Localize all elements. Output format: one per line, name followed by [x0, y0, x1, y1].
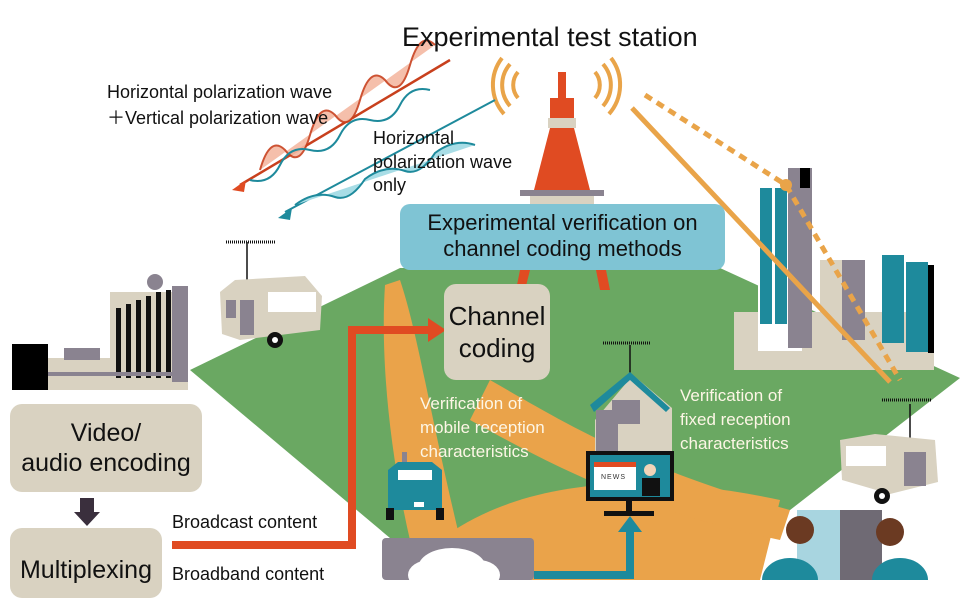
- horizontal-wave-label-line1: Horizontal: [373, 128, 455, 148]
- verification-banner: Experimental verification on channel cod…: [400, 204, 725, 270]
- horizontal-polarization-wave-icon: [278, 99, 496, 220]
- banner-line2: channel coding methods: [443, 236, 682, 261]
- banner-line1: Experimental verification on: [427, 210, 698, 235]
- broadband-cloud-icon: [382, 538, 534, 580]
- multiplexing-box: Multiplexing: [10, 528, 162, 598]
- car-icon: [386, 452, 444, 520]
- city-buildings-icon: [734, 168, 934, 370]
- down-arrow-icon: [74, 498, 100, 526]
- video-audio-line1: Video/: [70, 419, 142, 447]
- horizontal-wave-label-line2: polarization wave: [373, 152, 513, 172]
- channel-coding-line2: coding: [458, 333, 536, 363]
- channel-coding-line1: Channel: [448, 301, 546, 331]
- video-audio-encoding-box: Video/ audio encoding: [10, 404, 202, 492]
- dual-polarization-wave-icon: [232, 39, 451, 192]
- fixed-verification-line3: characteristics: [680, 434, 789, 453]
- control-room-operators-icon: [762, 510, 928, 580]
- diagram-illustration: [12, 39, 960, 580]
- mobile-verification-line3: characteristics: [420, 442, 529, 461]
- mobile-verification-line2: mobile reception: [420, 418, 545, 437]
- broadband-flow-arrow: [534, 530, 634, 579]
- broadcast-content-label: Broadcast content: [172, 512, 318, 532]
- broadband-content-label: Broadband content: [172, 564, 325, 584]
- dual-wave-label-line1: Horizontal polarization wave: [107, 82, 333, 102]
- tv-news-label: NEWS: [601, 474, 626, 481]
- signal-waves-icon: [490, 56, 623, 116]
- receiving-van-icon: [840, 398, 938, 504]
- house-icon: [590, 341, 672, 460]
- mobile-verification-line1: Verification of: [420, 394, 523, 413]
- dual-wave-label-line2: ＋Vertical polarization wave: [107, 108, 329, 128]
- broadcast-flow-arrow: [172, 326, 430, 549]
- horizontal-wave-label-line3: only: [373, 175, 407, 195]
- diagram-canvas: Experimental test station Horizontal pol…: [10, 22, 960, 598]
- video-audio-line2: audio encoding: [21, 449, 191, 477]
- tv-icon: [586, 451, 674, 516]
- fixed-verification-line1: Verification of: [680, 386, 783, 405]
- direct-signal-arrow: [630, 106, 892, 384]
- fixed-verification-line2: fixed reception: [680, 410, 791, 429]
- multiplexing-label: Multiplexing: [19, 556, 152, 584]
- diagram-title: Experimental test station: [402, 22, 698, 52]
- channel-coding-box: Channel coding: [444, 284, 550, 380]
- broadcaster-building-icon: [12, 274, 188, 390]
- outside-broadcast-van-icon: [220, 240, 322, 348]
